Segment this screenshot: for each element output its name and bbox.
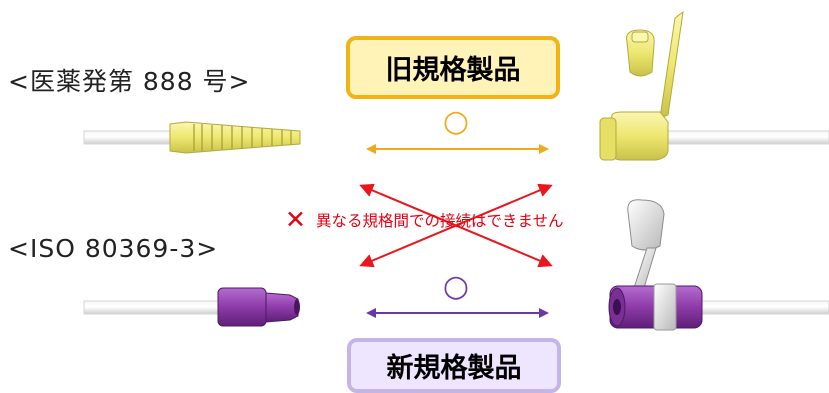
old-standard-left-connector bbox=[83, 121, 301, 154]
new-products-badge: 新規格製品 bbox=[347, 338, 561, 393]
old-standard-right-connector bbox=[599, 10, 829, 161]
cross-mark-icon: ✕ bbox=[285, 205, 306, 234]
warning-text: 異なる規格間での接続はできません bbox=[315, 211, 564, 230]
new-products-label: 新規格製品 bbox=[386, 353, 522, 384]
iso-left-connector bbox=[83, 287, 300, 327]
connector-diagram: ○ ○ bbox=[83, 10, 829, 331]
new-compatible-symbol: ○ bbox=[443, 269, 469, 304]
incompatible-cross-arrows bbox=[359, 183, 553, 268]
old-compatible-symbol: ○ bbox=[443, 104, 469, 139]
old-products-label: 旧規格製品 bbox=[385, 55, 521, 86]
old-products-badge: 旧規格製品 bbox=[346, 36, 560, 99]
old-standard-label: <医薬発第 888 号> bbox=[8, 67, 251, 96]
iso-right-connector bbox=[608, 199, 829, 331]
iso-standard-label: <ISO 80369-3> bbox=[8, 234, 219, 263]
incompatibility-warning: ✕ 異なる規格間での接続はできません bbox=[285, 207, 564, 232]
